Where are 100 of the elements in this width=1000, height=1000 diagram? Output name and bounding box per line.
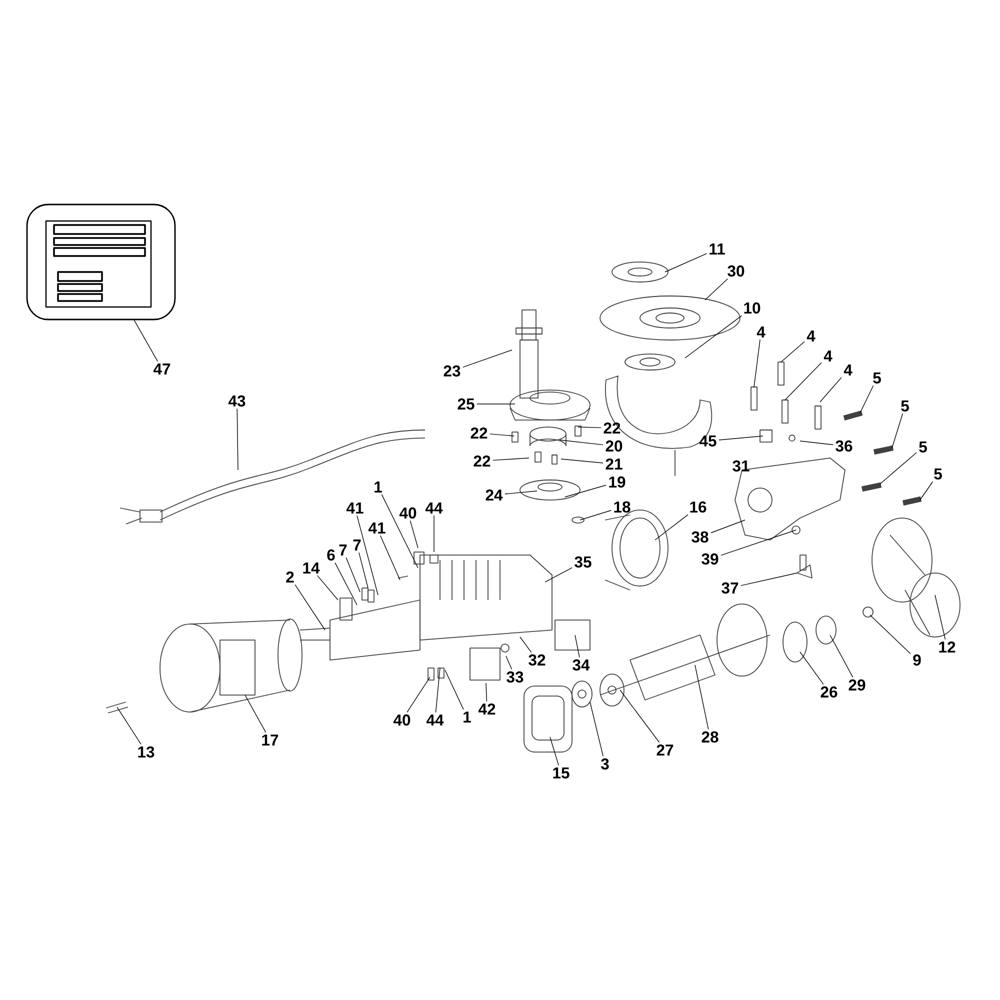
callout-number: 41: [368, 522, 386, 534]
callout-number: 44: [425, 502, 443, 514]
callout-number: 44: [426, 714, 444, 726]
leader-line: [800, 652, 824, 685]
callout-number: 40: [393, 714, 410, 726]
leader-line: [870, 614, 911, 654]
callout-number: 22: [604, 422, 620, 434]
leader-line: [317, 575, 338, 600]
callout-number: 11: [710, 244, 725, 254]
callout-number: 31: [732, 460, 750, 472]
callout-number: 22: [470, 427, 488, 439]
leader-line: [520, 636, 532, 653]
callout-number: 16: [690, 501, 706, 513]
callout-number: 5: [919, 441, 927, 453]
callout-number: 4: [756, 326, 766, 338]
leader-line: [754, 339, 760, 388]
leader-line: [236, 408, 238, 470]
leader-line: [560, 440, 604, 446]
callout-number: 7: [353, 540, 361, 550]
leader-line: [710, 520, 746, 534]
leader-line: [800, 440, 834, 446]
leader-line: [504, 490, 538, 494]
callout-number: 27: [656, 744, 674, 756]
leader-line: [704, 278, 728, 300]
callout-number: 32: [528, 654, 546, 666]
callout-number: 39: [702, 553, 718, 565]
callout-number: 6: [327, 549, 335, 561]
leader-line: [490, 434, 514, 436]
callout-number: 13: [138, 746, 154, 758]
callout-number: 7: [339, 544, 347, 556]
leader-line: [784, 362, 822, 400]
callout-number: 9: [913, 654, 921, 666]
callout-number: 26: [820, 686, 838, 698]
callout-number: 29: [848, 679, 866, 691]
leader-line: [590, 702, 604, 757]
callout-number: 38: [692, 531, 708, 543]
callout-number: 4: [824, 350, 832, 362]
callout-number: 23: [444, 365, 460, 377]
callout-number: 14: [303, 562, 320, 574]
leader-line: [694, 664, 709, 730]
leader-line: [486, 682, 488, 702]
callout-number: 20: [606, 440, 622, 452]
leader-line: [934, 594, 946, 640]
leader-line: [892, 413, 903, 448]
leader-line: [435, 668, 440, 713]
rating-label-plate: [26, 204, 176, 320]
callout-number: 36: [836, 440, 852, 452]
callout-number: 4: [806, 330, 816, 342]
leader-line: [116, 706, 142, 745]
leader-line: [444, 670, 464, 710]
callout-number: 17: [262, 734, 278, 746]
callout-number: 24: [486, 489, 503, 501]
callout-number: 33: [506, 671, 524, 683]
leader-line: [654, 514, 688, 540]
callout-number: 25: [458, 398, 474, 410]
leader-line: [506, 656, 512, 670]
callout-number: 41: [346, 502, 364, 514]
leader-line: [720, 530, 796, 556]
callout-number: 40: [399, 507, 416, 519]
leader-line: [578, 426, 602, 428]
callout-number: 5: [934, 468, 942, 480]
callout-number: 1: [374, 482, 382, 492]
leader-line: [380, 535, 400, 580]
leader-line: [880, 452, 917, 484]
callout-number: 42: [478, 703, 496, 715]
leader-line: [244, 694, 266, 733]
leader-line: [381, 494, 418, 568]
callout-number: 5: [901, 400, 909, 412]
leader-line: [580, 510, 612, 520]
callout-number: 2: [286, 571, 294, 583]
leader-line: [780, 341, 805, 362]
leader-line: [294, 584, 326, 630]
leader-line: [544, 567, 572, 582]
leader-line: [684, 315, 742, 358]
leader-line: [664, 253, 707, 272]
callout-number: 47: [153, 364, 170, 374]
leader-line: [920, 481, 934, 500]
callout-number: 5: [873, 372, 881, 384]
callout-number: 19: [609, 476, 626, 488]
callout-number: 30: [728, 265, 744, 277]
leader-line: [574, 634, 580, 658]
leader-line: [718, 436, 764, 440]
callout-number: 18: [614, 501, 630, 513]
callout-number: 43: [228, 395, 246, 407]
callout-number: 12: [939, 641, 956, 653]
callout-number: 10: [744, 302, 760, 314]
callout-number: 37: [722, 582, 738, 594]
leader-line: [564, 484, 606, 498]
callout-number: 21: [606, 458, 622, 470]
callout-number: 34: [572, 659, 590, 671]
leader-line: [410, 520, 418, 548]
leader-line: [550, 736, 560, 766]
leader-line: [492, 458, 530, 461]
leader-line: [830, 634, 854, 678]
leader-line: [820, 377, 842, 402]
leader-line: [740, 572, 798, 586]
callout-number: 28: [702, 731, 718, 743]
leader-line: [860, 385, 874, 414]
leader-line: [620, 690, 660, 743]
leader-line: [462, 350, 512, 368]
